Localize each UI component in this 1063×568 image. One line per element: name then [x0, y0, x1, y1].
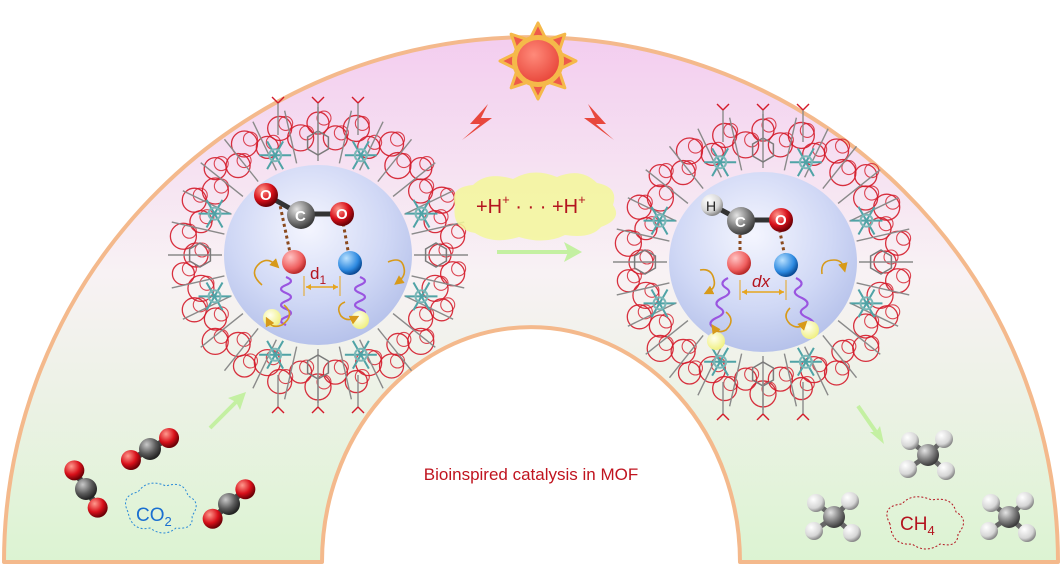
atom-label-c: C	[295, 208, 306, 225]
reaction-arrow	[497, 242, 582, 262]
atom-label-o: O	[260, 187, 272, 204]
curl-arrow	[253, 258, 280, 286]
anchor-site	[263, 309, 281, 327]
oxygen-atom	[330, 202, 354, 226]
carbon-atom	[287, 201, 315, 229]
left-active-site: O C O d1	[253, 183, 406, 329]
hydrogen-atom	[701, 194, 723, 216]
atom-label-o: O	[336, 206, 348, 223]
curl-arrow	[387, 259, 406, 285]
ch4-molecules	[805, 430, 1036, 542]
curl-arrow	[337, 301, 360, 325]
diagram-caption: Bioinspired catalysis in MOF	[424, 465, 638, 484]
atom-label-h: H	[706, 198, 716, 214]
mof-framework-left	[168, 96, 468, 414]
atom-label-o: O	[775, 212, 787, 229]
oxygen-atom	[254, 183, 278, 207]
ch4-cloud	[886, 496, 964, 550]
curl-arrow	[785, 307, 808, 331]
distance-label: d1	[310, 264, 326, 287]
spring-linker	[279, 275, 293, 327]
co2-cloud	[125, 482, 197, 534]
binding-site-base	[774, 253, 798, 277]
lightning-bolt-icon	[584, 104, 614, 140]
binding-site-acid	[282, 250, 306, 274]
co2-molecules	[64, 428, 256, 529]
curl-arrow	[820, 259, 848, 275]
input-arrow	[208, 392, 246, 430]
anchor-site	[351, 311, 369, 329]
binding-site-base	[338, 251, 362, 275]
distance-label: dx	[752, 272, 770, 291]
anchor-site	[707, 332, 725, 350]
ch4-label: CH4	[900, 514, 935, 538]
oxygen-atom	[769, 208, 793, 232]
co2-label: CO2	[136, 505, 172, 529]
curl-arrow	[699, 268, 716, 295]
carbon-atom	[727, 207, 755, 235]
atom-label-c: C	[735, 214, 746, 231]
lightning-bolt-icon	[462, 104, 492, 140]
pore-right	[669, 172, 857, 352]
curl-arrow	[265, 304, 291, 328]
proton-transfer-label: +H+ · · · +H+	[476, 192, 586, 218]
output-arrow	[856, 404, 884, 444]
mof-framework-right	[613, 103, 913, 421]
right-active-site: H C O dx	[699, 194, 848, 350]
pore-left	[224, 165, 412, 345]
sun-icon	[498, 21, 578, 101]
proton-cloud	[453, 172, 617, 241]
binding-site-acid	[727, 251, 751, 275]
curl-arrow	[711, 311, 732, 335]
